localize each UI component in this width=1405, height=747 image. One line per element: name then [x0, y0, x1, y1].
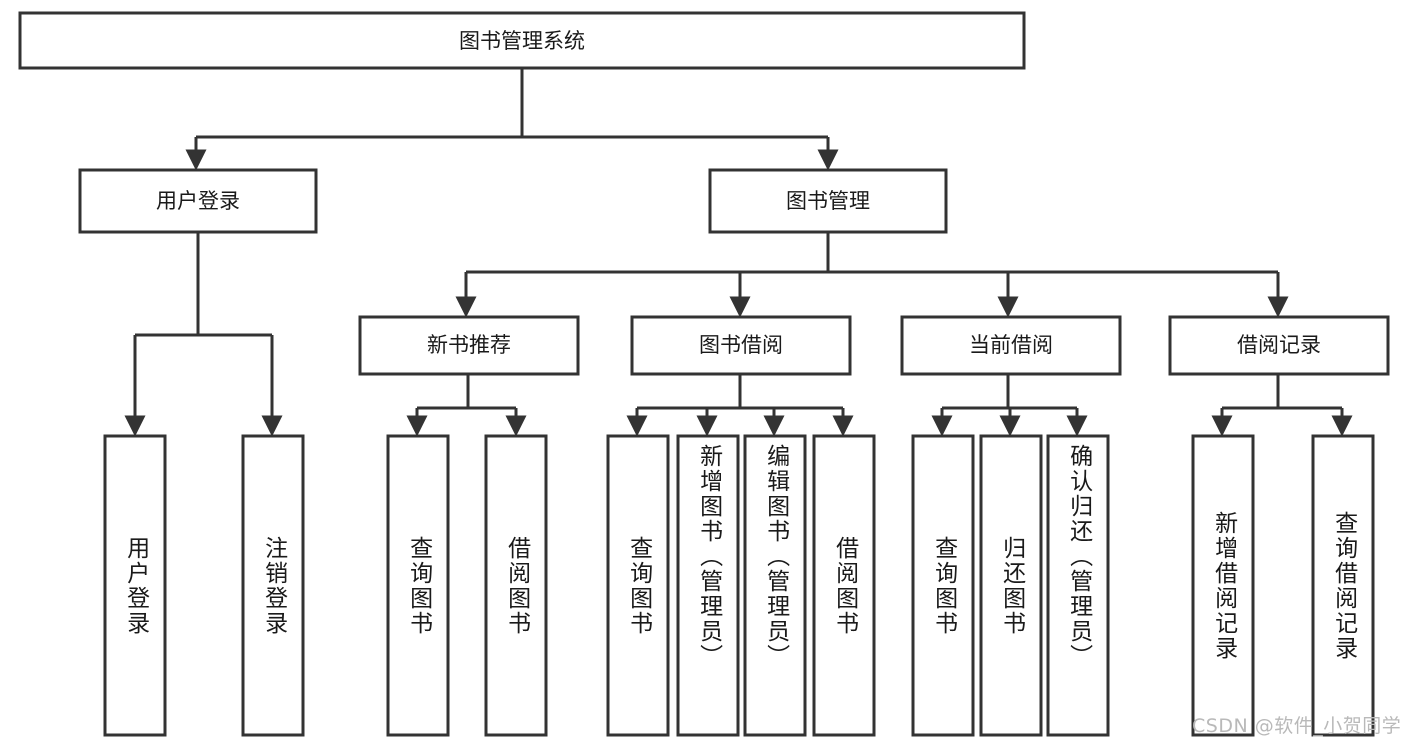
node-leaf-return-book-rect[interactable]	[979, 434, 1043, 737]
node-root[interactable]: 图书管理系统	[18, 11, 1026, 70]
node-leaf-query-book-borrow-rect[interactable]	[606, 434, 670, 737]
node-user-login[interactable]: 用户登录	[78, 168, 318, 234]
node-borrow-record-label: 借阅记录	[1237, 333, 1321, 357]
node-leaf-query-book-rec-rect[interactable]	[386, 434, 450, 737]
node-leaf-query-book-current-rect[interactable]	[911, 434, 975, 737]
node-new-book-recommend[interactable]: 新书推荐	[358, 315, 580, 376]
node-current-borrow-label: 当前借阅	[969, 333, 1053, 357]
node-layer: 图书管理系统 用户登录 图书管理 新书推荐 图书借阅	[18, 11, 1390, 737]
node-leaf-user-login-rect[interactable]	[103, 434, 167, 737]
node-root-label: 图书管理系统	[459, 29, 585, 53]
node-book-manage[interactable]: 图书管理	[708, 168, 948, 234]
csdn-watermark: CSDN @软件_小贺同学	[1192, 715, 1402, 737]
node-user-login-label: 用户登录	[156, 189, 240, 213]
node-leaf-add-book-rect[interactable]	[676, 434, 740, 737]
node-new-book-recommend-label: 新书推荐	[427, 333, 511, 357]
node-borrow-record[interactable]: 借阅记录	[1168, 315, 1390, 376]
node-leaf-query-borrow-record-rect[interactable]	[1311, 434, 1375, 737]
node-leaf-user-logout-rect[interactable]	[241, 434, 305, 737]
node-leaf-borrow-book-rect[interactable]	[812, 434, 876, 737]
node-leaf-add-borrow-record-rect[interactable]	[1191, 434, 1255, 737]
node-user-login-rect[interactable]	[78, 168, 318, 234]
node-borrow-record-rect[interactable]	[1168, 315, 1390, 376]
node-current-borrow[interactable]: 当前借阅	[900, 315, 1122, 376]
node-book-manage-label: 图书管理	[786, 189, 870, 213]
node-new-book-recommend-rect[interactable]	[358, 315, 580, 376]
node-book-borrow-rect[interactable]	[630, 315, 852, 376]
node-root-rect[interactable]	[18, 11, 1026, 70]
node-leaf-borrow-book-rec-rect[interactable]	[484, 434, 548, 737]
node-current-borrow-rect[interactable]	[900, 315, 1122, 376]
node-book-manage-rect[interactable]	[708, 168, 948, 234]
node-leaf-edit-book-rect[interactable]	[743, 434, 807, 737]
node-leaf-confirm-return-rect[interactable]	[1046, 434, 1110, 737]
node-book-borrow[interactable]: 图书借阅	[630, 315, 852, 376]
connector-layer	[124, 68, 1353, 437]
node-book-borrow-label: 图书借阅	[699, 333, 783, 357]
